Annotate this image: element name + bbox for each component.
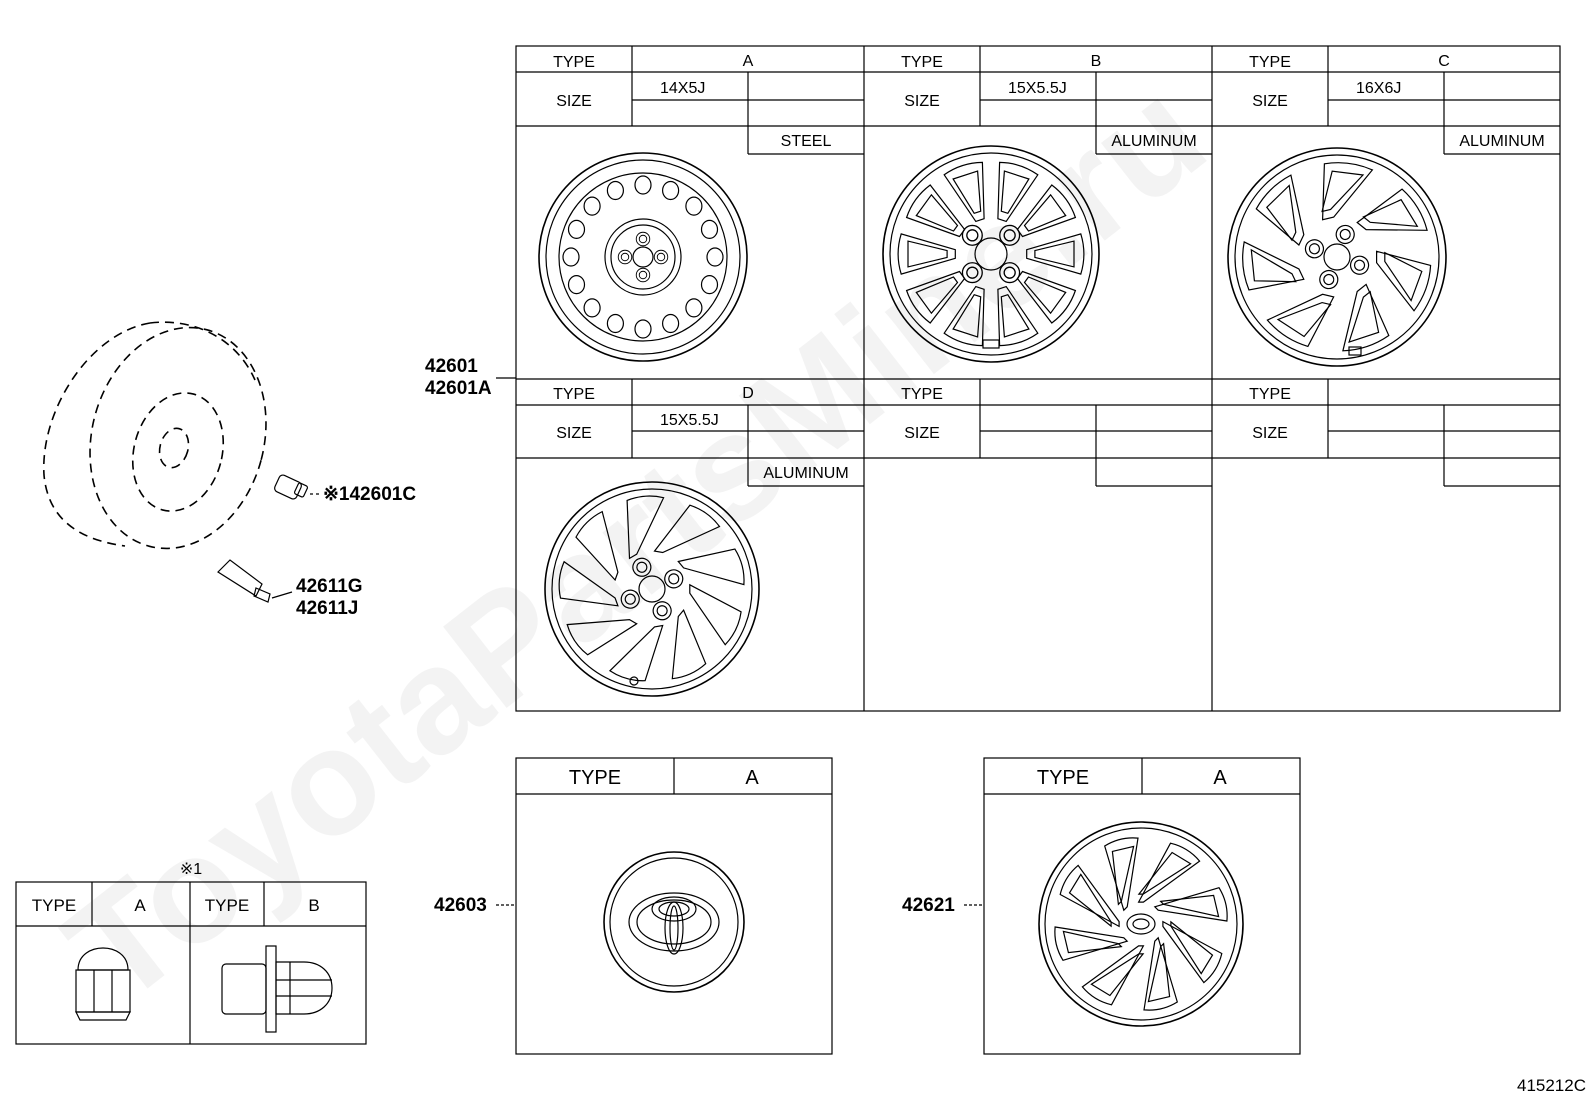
steel-wheel-illustration [538, 152, 748, 362]
material-a: STEEL [781, 133, 832, 150]
part-number-center-cap: 42603 [434, 895, 487, 916]
part-number-valve-1: 42611G [296, 576, 363, 597]
material-b: ALUMINUM [1111, 133, 1196, 150]
type-value-b: B [1091, 53, 1102, 70]
material-c: ALUMINUM [1459, 133, 1544, 150]
nut-type-value-b: B [308, 896, 319, 915]
center-cap-logo-illustration [603, 851, 745, 993]
part-number-wheel-2: 42601A [425, 378, 492, 399]
cap-type-label: TYPE [569, 767, 621, 789]
alloy-wheel-d-illustration [544, 481, 760, 697]
alloy-wheel-b-illustration [882, 145, 1100, 363]
nut-type-label-b: TYPE [205, 896, 249, 915]
material-d: ALUMINUM [763, 465, 848, 482]
size-label-d: SIZE [556, 425, 592, 442]
type-label-e: TYPE [901, 386, 943, 403]
type-label-f: TYPE [1249, 386, 1291, 403]
size-label-f: SIZE [1252, 425, 1288, 442]
type-label-b: TYPE [901, 54, 943, 71]
size-value-b: 15X5.5J [1008, 80, 1067, 97]
alloy-wheel-c-illustration [1227, 147, 1447, 367]
diagram-code: 415212C [1517, 1076, 1586, 1095]
type-label-a: TYPE [553, 54, 595, 71]
nut-type-value-a: A [134, 896, 146, 915]
size-label-c: SIZE [1252, 93, 1288, 110]
size-value-a: 14X5J [660, 80, 705, 97]
wheel-cover-table [983, 757, 1301, 1055]
wheel-type-table [515, 45, 1561, 712]
type-value-c: C [1438, 53, 1450, 70]
watermark: ToyotaPartsMine.ru [36, 48, 1234, 1036]
part-number-nut: ※142601C [323, 484, 416, 505]
nut-table-note: ※1 [180, 861, 202, 878]
cover-type-value: A [1213, 767, 1227, 789]
size-label-e: SIZE [904, 425, 940, 442]
lug-nut-type-b-illustration [221, 945, 333, 1033]
type-value-d: D [742, 385, 754, 402]
part-number-valve-2: 42611J [296, 598, 358, 619]
lug-nut-illustration [274, 474, 320, 500]
tire-assembly-illustration [43, 321, 267, 550]
size-value-d: 15X5.5J [660, 412, 719, 429]
cap-type-value: A [745, 767, 759, 789]
size-value-c: 16X6J [1356, 80, 1401, 97]
type-value-a: A [743, 53, 754, 70]
type-label-d: TYPE [553, 386, 595, 403]
wheel-cover-illustration [1038, 821, 1244, 1027]
part-number-wheel-1: 42601 [425, 356, 478, 377]
lug-nut-type-a-illustration [75, 947, 131, 1021]
valve-stem-illustration [217, 559, 293, 603]
nut-type-label-a: TYPE [32, 896, 76, 915]
center-cap-table [515, 757, 833, 1055]
nut-type-table [15, 881, 367, 1045]
type-label-c: TYPE [1249, 54, 1291, 71]
part-number-wheel-cover: 42621 [902, 895, 955, 916]
size-label-a: SIZE [556, 93, 592, 110]
size-label-b: SIZE [904, 93, 940, 110]
cover-type-label: TYPE [1037, 767, 1089, 789]
